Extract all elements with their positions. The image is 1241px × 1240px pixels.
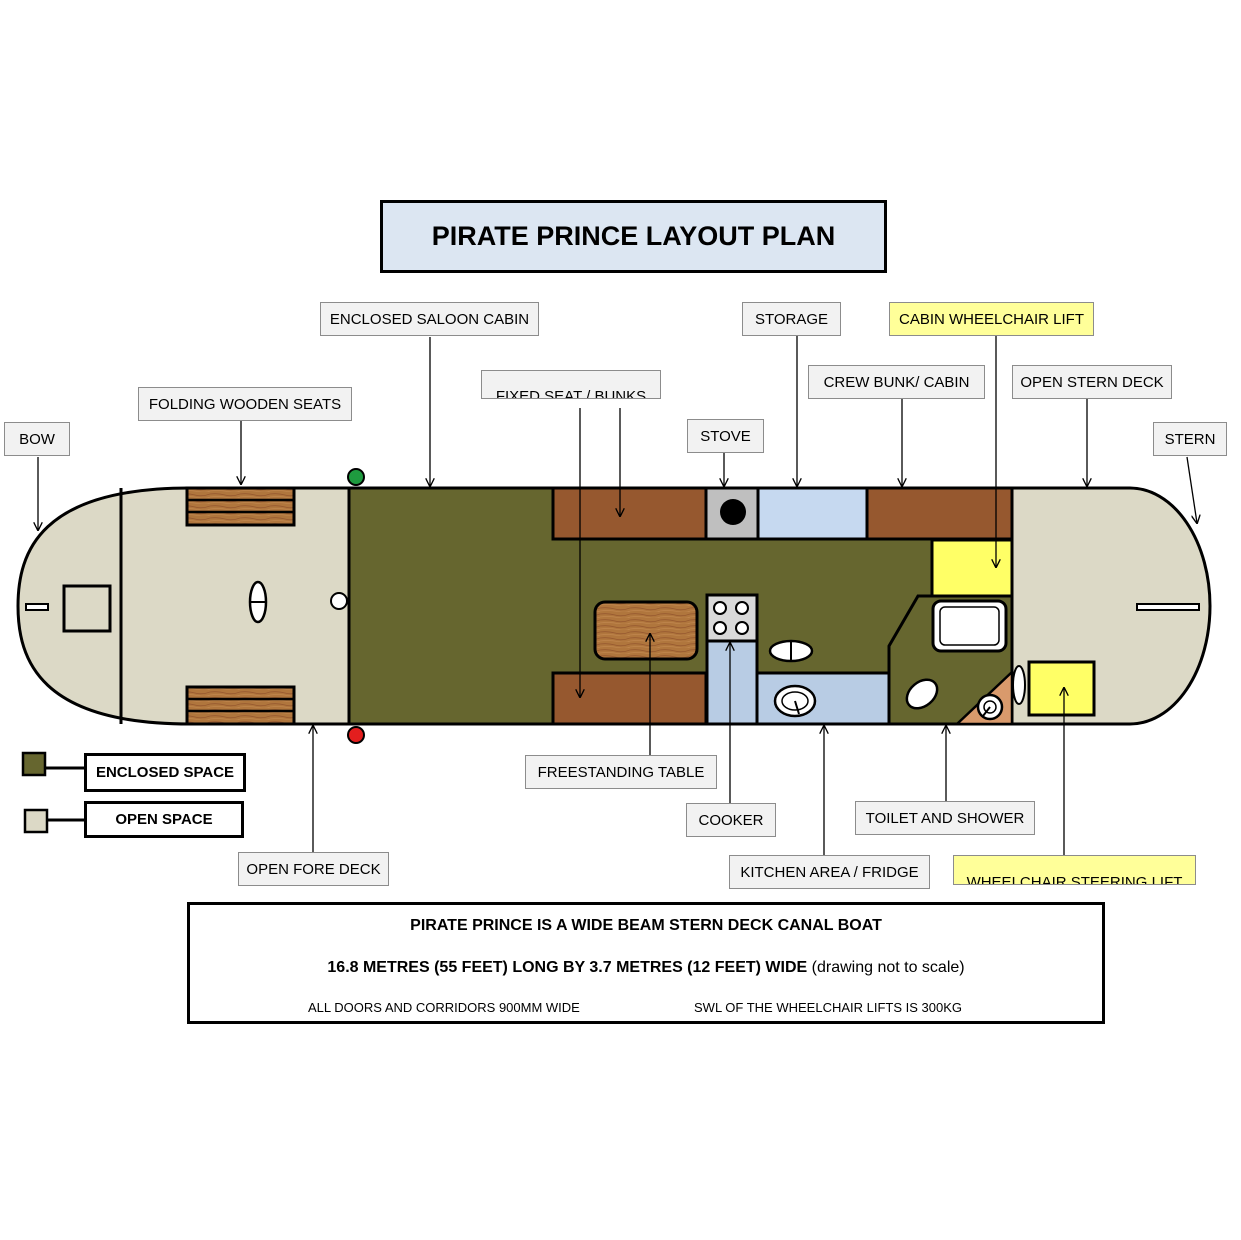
dimensions-text: 16.8 METRES (55 FEET) LONG BY 3.7 METRES… bbox=[327, 959, 808, 976]
page-title: PIRATE PRINCE LAYOUT PLAN bbox=[380, 200, 887, 273]
boat-dimensions: 16.8 METRES (55 FEET) LONG BY 3.7 METRES… bbox=[190, 959, 1102, 977]
door-knob bbox=[330, 592, 348, 610]
cooker-hob bbox=[705, 593, 759, 643]
fixed-seat-bottom bbox=[551, 671, 708, 726]
folding-seat-top bbox=[185, 486, 296, 527]
fixed-seat-top bbox=[551, 486, 708, 541]
bow-hatch bbox=[62, 584, 112, 633]
freestanding-table bbox=[593, 600, 699, 661]
crew-bunk bbox=[865, 486, 1014, 541]
boat-description: PIRATE PRINCE IS A WIDE BEAM STERN DECK … bbox=[410, 917, 882, 934]
port-light bbox=[347, 726, 365, 744]
callout-folding-wooden-seats: FOLDING WOODEN SEATS bbox=[138, 387, 352, 421]
wheelchair-steering-lift bbox=[1027, 660, 1096, 717]
storage bbox=[756, 486, 869, 541]
cooker bbox=[705, 639, 759, 726]
callout-freestanding-table: FREESTANDING TABLE bbox=[525, 755, 717, 789]
legend-enclosed-space: ENCLOSED SPACE bbox=[84, 753, 246, 792]
callout-open-fore-deck: OPEN FORE DECK bbox=[238, 852, 389, 886]
stove bbox=[704, 486, 760, 541]
washbasin bbox=[931, 599, 1008, 653]
callout-arrows bbox=[38, 335, 1197, 855]
callout-open-stern-deck: OPEN STERN DECK bbox=[1012, 365, 1172, 399]
callout-steering-lift-text: WHEELCHAIR STEERING LIFT bbox=[966, 874, 1183, 885]
legend-open-space: OPEN SPACE bbox=[84, 801, 244, 838]
callout-kitchen-area-fridge: KITCHEN AREA / FRIDGE bbox=[729, 855, 930, 889]
callout-bow: BOW bbox=[4, 422, 70, 456]
callout-wheelchair-steering-lift: WHEELCHAIR STEERING LIFT bbox=[953, 855, 1196, 885]
callout-cooker: COOKER bbox=[686, 803, 776, 837]
callout-fixed-seat-text: FIXED SEAT / BUNKS bbox=[495, 388, 647, 399]
info-box: PIRATE PRINCE IS A WIDE BEAM STERN DECK … bbox=[187, 902, 1105, 1024]
tiller bbox=[1136, 603, 1200, 611]
toilet-bowl bbox=[905, 678, 939, 710]
callout-cabin-wheelchair-lift: CABIN WHEELCHAIR LIFT bbox=[889, 302, 1094, 336]
folding-seat-bottom bbox=[185, 685, 296, 726]
legend-swatch-enclosed bbox=[21, 751, 47, 777]
stern-fender bbox=[1012, 665, 1026, 705]
callout-crew-bunk-cabin: CREW BUNK/ CABIN bbox=[808, 365, 985, 399]
swl-note: SWL OF THE WHEELCHAIR LIFTS IS 300KG bbox=[694, 1000, 963, 1015]
callout-fixed-seat-bunks: FIXED SEAT / BUNKS bbox=[481, 370, 661, 399]
cabin-wheelchair-lift bbox=[930, 538, 1014, 598]
callout-enclosed-saloon-cabin: ENCLOSED SALOON CABIN bbox=[320, 302, 539, 336]
callout-stove: STOVE bbox=[687, 419, 764, 453]
bow-cleat bbox=[25, 603, 49, 611]
starboard-light bbox=[347, 468, 365, 486]
doors-note: ALL DOORS AND CORRIDORS 900MM WIDE bbox=[308, 1000, 580, 1015]
scale-note: (drawing not to scale) bbox=[807, 959, 965, 976]
callout-toilet-and-shower: TOILET AND SHOWER bbox=[855, 801, 1035, 835]
legend-swatch-open bbox=[23, 808, 49, 834]
callout-stern: STERN bbox=[1153, 422, 1227, 456]
callout-storage: STORAGE bbox=[742, 302, 841, 336]
